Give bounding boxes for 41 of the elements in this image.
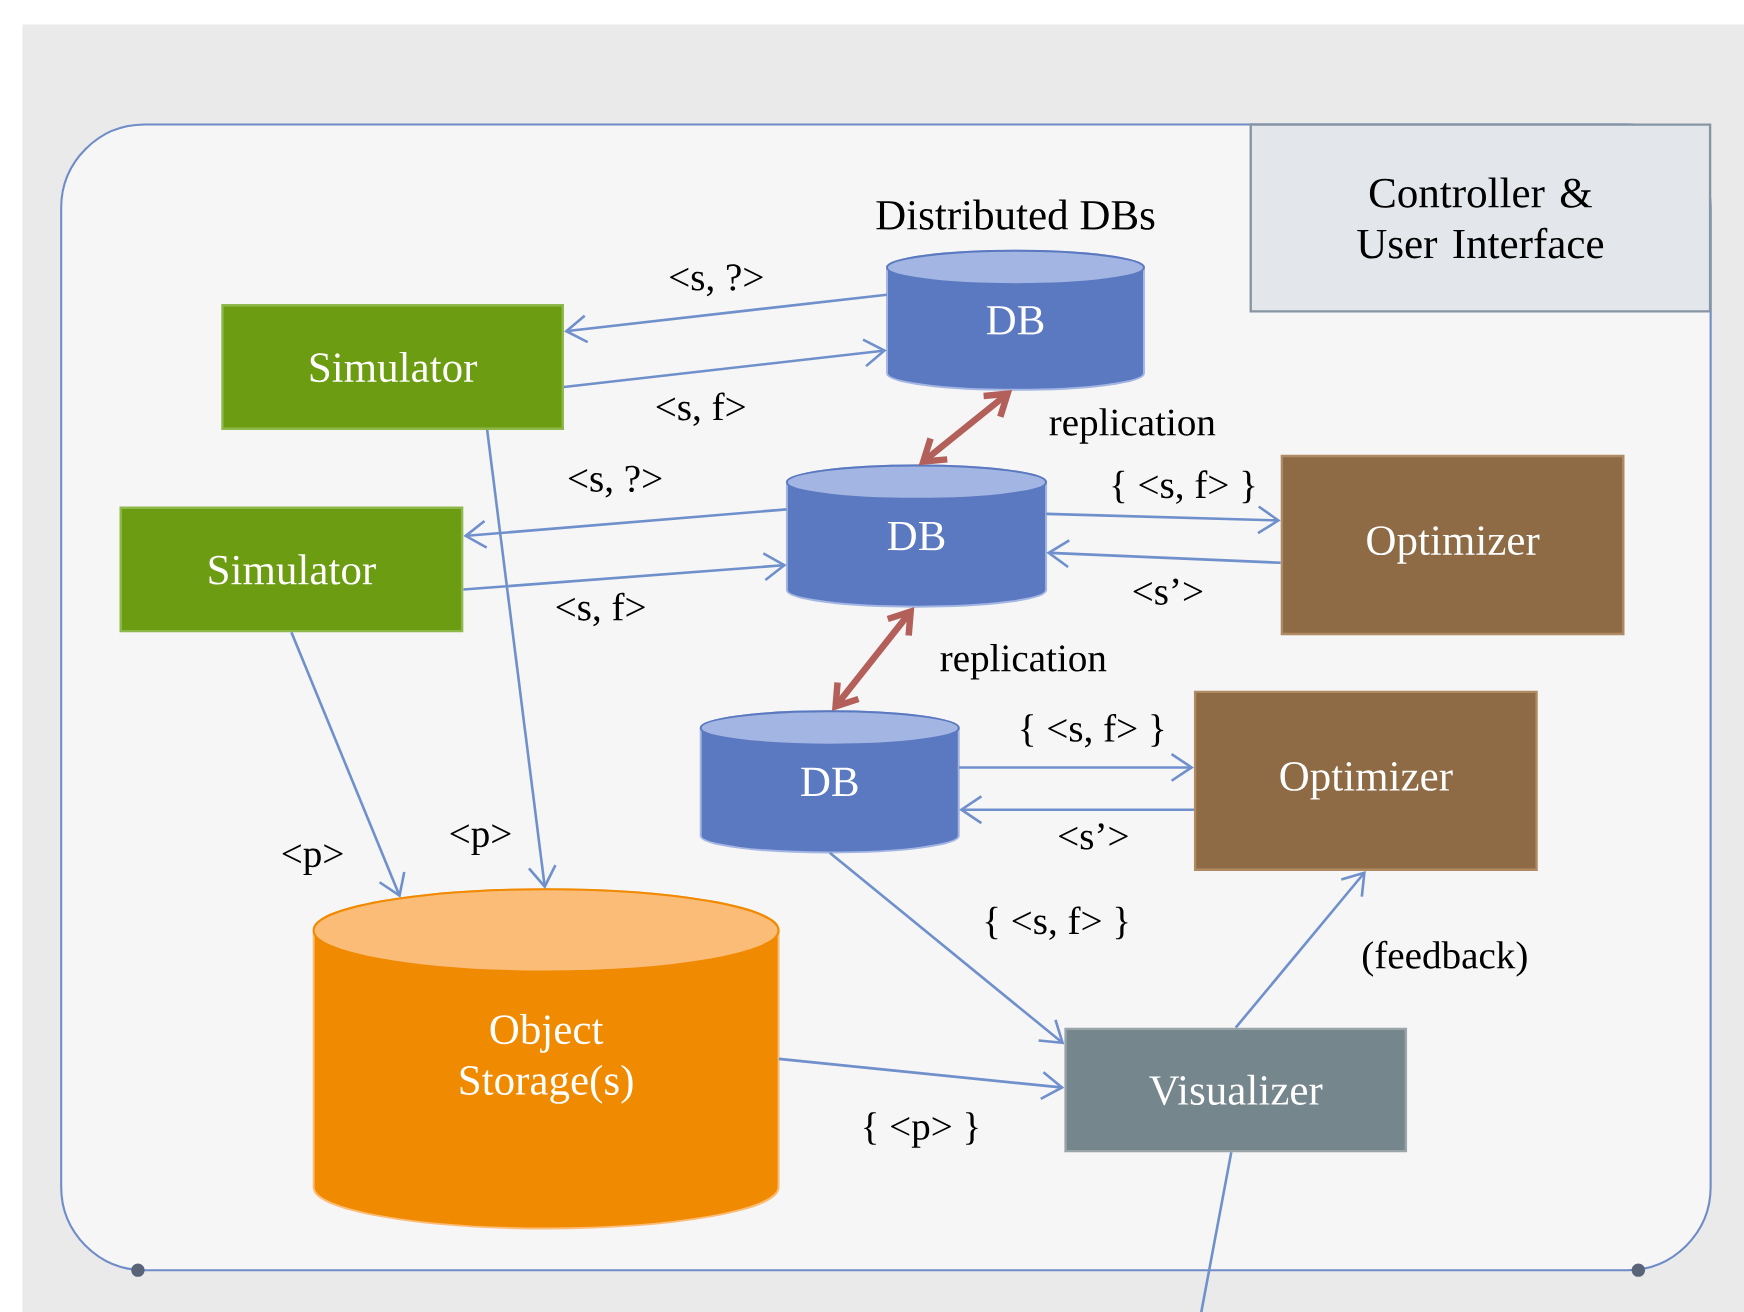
arrow — [959, 752, 1194, 782]
edge-label: <s, ?> — [666, 262, 766, 298]
storage-cylinder: Object Storage(s) — [312, 888, 780, 1230]
edge-label: <s’> — [1055, 821, 1131, 851]
edge-label: (feedback) — [1359, 939, 1530, 978]
edge-label: <s’> — [1130, 577, 1206, 606]
simulator-box: Simulator — [119, 506, 464, 633]
visualizer-box: Visualizer — [1064, 1027, 1408, 1153]
arrow — [1234, 870, 1366, 1029]
edge-label: { <s, f> } — [980, 904, 1133, 941]
arrow — [959, 795, 1194, 824]
arrow — [485, 429, 557, 889]
arrow — [828, 851, 1065, 1045]
controller-box: Controller & User Interface — [1249, 123, 1712, 313]
simulator-box: Simulator — [221, 303, 564, 430]
arrow — [463, 552, 787, 591]
database-cylinder: DB — [785, 464, 1048, 608]
optimizer-box: Optimizer — [1280, 454, 1625, 635]
edge-label: <s, ?> — [565, 464, 665, 499]
arrow — [290, 631, 406, 898]
arrow — [563, 293, 887, 344]
edge-label: <p> — [447, 822, 514, 857]
edge-label: <s, f> — [653, 391, 748, 428]
database-cylinder: DB — [699, 710, 960, 854]
database-cylinder: DB — [886, 249, 1145, 391]
heading: Distributed DBs — [876, 199, 1155, 230]
arrow — [1046, 505, 1281, 535]
edge-label: { <p> } — [859, 1110, 983, 1149]
arrow — [463, 507, 787, 549]
optimizer-box: Optimizer — [1193, 690, 1538, 871]
edge-label: <s, f> — [553, 591, 648, 628]
arrow — [918, 389, 1013, 465]
arrow — [778, 1057, 1065, 1100]
arrow — [831, 606, 915, 711]
edge-label: { <s, f> } — [1107, 468, 1260, 505]
edge-label: replication — [938, 642, 1109, 681]
arrow — [563, 338, 887, 389]
edge-label: { <s, f> } — [1016, 712, 1168, 749]
edge-label: <p> — [279, 842, 346, 877]
arrow — [1046, 539, 1281, 568]
edge-label: replication — [1047, 406, 1218, 445]
